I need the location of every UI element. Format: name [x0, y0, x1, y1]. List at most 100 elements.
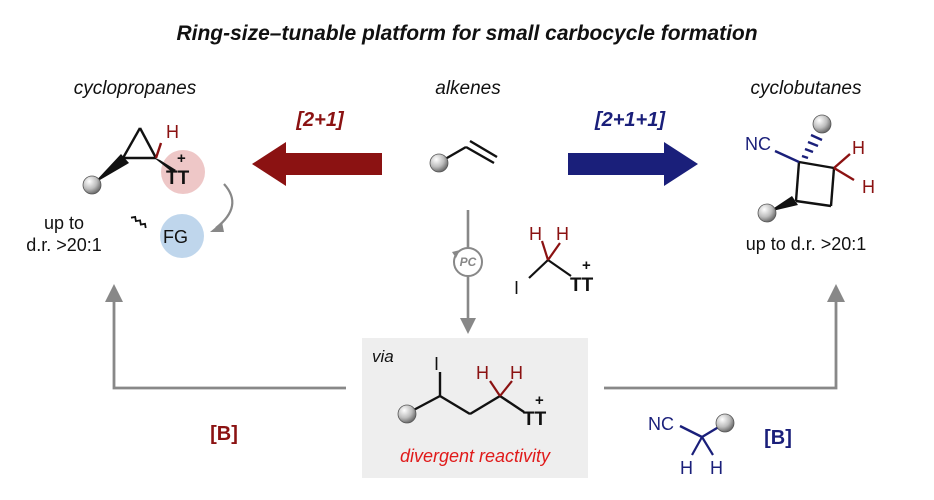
right-return-arrow [604, 284, 845, 390]
pc-label: PC [460, 255, 477, 269]
intermediate-tt: TT [523, 409, 547, 430]
hashed-bond-stroke [801, 154, 809, 160]
fg-label: FG [163, 227, 188, 247]
ring-bond [795, 199, 832, 208]
substitution-curved-arrow [215, 183, 234, 229]
c-h-bond [833, 153, 851, 169]
arrow-2plus1-head [252, 142, 286, 186]
ring-bond [798, 160, 835, 170]
arrow-2plus1-shaft [282, 153, 382, 175]
substituent-ball [812, 114, 832, 134]
substituent-ball [715, 413, 735, 433]
right-return-line [604, 300, 838, 390]
caption-cyclopropanes: cyclopropanes [74, 78, 197, 99]
arrow-2plus1plus1 [568, 142, 698, 186]
c-i-bond [528, 259, 549, 279]
substitution-arrowhead [210, 222, 224, 232]
right-return-arrowhead [827, 284, 845, 302]
dr-left-line1: up to [44, 213, 84, 233]
substituent-ball [397, 404, 417, 424]
ring-bond [121, 127, 142, 159]
hashed-bond-stroke [810, 133, 823, 142]
c-h-bond [499, 380, 513, 397]
ring-bond [794, 161, 801, 202]
c-cn-bond [774, 149, 800, 164]
substituent-ball [757, 203, 777, 223]
intermediate-structure: I H H TT + [397, 354, 547, 430]
left-return-arrowhead [105, 284, 123, 302]
atom-h1: H [852, 138, 865, 158]
reagent-tt: TT [570, 275, 594, 296]
right-b-label: [B] [764, 427, 792, 449]
dr-left-line2: d.r. >20:1 [26, 235, 102, 255]
tt-label: TT [166, 168, 190, 189]
label-2plus1plus1: [2+1+1] [594, 109, 666, 131]
caption-cyclobutanes: cyclobutanes [751, 78, 862, 99]
tt-charge: + [177, 150, 186, 167]
intermediate-i: I [434, 354, 439, 374]
left-return-line [112, 300, 346, 390]
ring-bond [829, 167, 836, 207]
intermediate-box [362, 338, 588, 478]
arrow-2plus1plus1-shaft [568, 153, 668, 175]
photocatalysis-arrow: PC [452, 210, 483, 334]
left-b-label: [B] [210, 423, 238, 445]
chain-bond [469, 394, 501, 416]
atom-h: H [166, 122, 179, 142]
reagent-charge: + [582, 257, 591, 274]
reagent-i: I [514, 278, 519, 298]
reagent-structure: H H I TT + [514, 224, 594, 298]
bottom-nc-label: NC [648, 414, 674, 434]
divergent-reactivity-label: divergent reactivity [400, 446, 551, 466]
reagent-h1: H [529, 224, 542, 244]
substituent-ball [82, 175, 102, 195]
tt-highlight-circle [161, 150, 205, 194]
c-h-bond [540, 240, 550, 261]
nc-building-block: NC H H [648, 413, 735, 478]
substituent-ball [429, 153, 449, 173]
label-2plus1: [2+1] [295, 109, 345, 131]
wedge-bond [93, 154, 129, 184]
alkene-double-bond [465, 145, 495, 165]
alkene-double-bond [469, 139, 498, 159]
c-h-bond [154, 142, 163, 159]
intermediate-h1: H [476, 363, 489, 383]
cyclobutane-structure: NC H H [745, 114, 875, 223]
wedge-bond [768, 196, 798, 212]
via-label: via [372, 347, 394, 366]
reagent-h2: H [556, 224, 569, 244]
c-h-bond [489, 380, 501, 397]
c-h-bond [691, 436, 703, 456]
ring-bond [138, 127, 158, 159]
c-h-bond [547, 242, 561, 261]
caption-alkenes: alkenes [435, 78, 501, 99]
nc-bond [679, 424, 703, 439]
bottom-h2: H [710, 458, 723, 478]
hashed-bond-stroke [804, 147, 814, 154]
pc-cycle-icon [453, 247, 483, 277]
cyclopropane-structure: H TT + FG up to d.r. >20:1 [26, 122, 234, 258]
intermediate-charge: + [535, 392, 544, 409]
nc-label: NC [745, 134, 771, 154]
c-tt-bond [547, 259, 572, 277]
scheme-title: Ring-size–tunable platform for small car… [176, 22, 757, 45]
pc-cycle-arrowhead [452, 250, 460, 258]
down-arrow-head [460, 318, 476, 334]
squiggle-bond-icon [130, 215, 147, 229]
c-h-bond [833, 166, 855, 182]
fg-highlight-circle [160, 214, 204, 258]
c-tt-bond [499, 395, 525, 413]
left-return-arrow [105, 284, 346, 390]
arrow-2plus1 [252, 142, 382, 186]
arrow-2plus1plus1-head [664, 142, 698, 186]
chain-bond [439, 394, 471, 416]
dr-right: up to d.r. >20:1 [746, 234, 867, 254]
wedge-bond-tt [153, 157, 176, 172]
atom-h2: H [862, 177, 875, 197]
intermediate-h2: H [510, 363, 523, 383]
c-h-bond [701, 436, 714, 456]
bottom-h1: H [680, 458, 693, 478]
alkene-structure [429, 139, 498, 173]
